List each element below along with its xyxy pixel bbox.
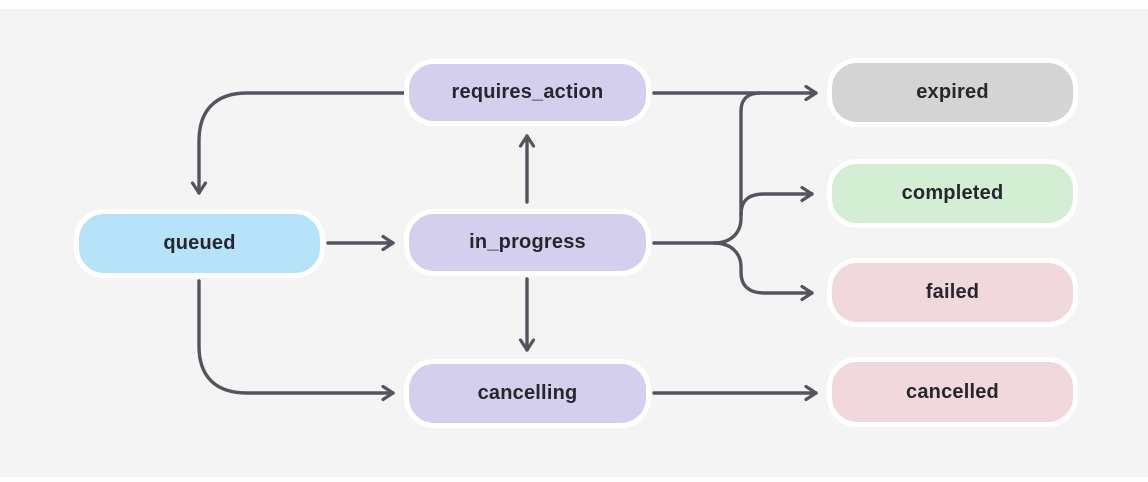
node-cancelled-label: cancelled (906, 380, 999, 403)
node-cancelled: cancelled (827, 357, 1078, 427)
node-queued-label: queued (163, 232, 236, 254)
edge-in_progress-to-completed (739, 185, 814, 217)
edge-in_progress-trunk-to-expired (652, 91, 762, 245)
node-in_progress-label: in_progress (469, 231, 586, 253)
node-failed-label: failed (925, 281, 980, 303)
node-failed: failed (827, 258, 1078, 327)
page-bottom-margin (0, 477, 1148, 482)
node-completed-label: completed (901, 182, 1004, 204)
node-expired: expired (827, 58, 1078, 127)
node-completed: completed (827, 159, 1078, 228)
node-requires_action: requires_action (404, 59, 651, 126)
node-cancelling: cancelling (404, 359, 651, 428)
edge-in_progress-to-failed (712, 241, 814, 302)
node-expired-label: expired (916, 81, 989, 103)
node-cancelling-label: cancelling (477, 382, 578, 404)
node-queued: queued (74, 209, 325, 278)
edge-requires_action-to-queued (190, 91, 406, 195)
edge-queued-to-cancelling (197, 279, 395, 402)
node-requires_action-label: requires_action (451, 81, 604, 103)
page-top-margin (0, 0, 1148, 9)
node-in_progress: in_progress (404, 209, 651, 276)
